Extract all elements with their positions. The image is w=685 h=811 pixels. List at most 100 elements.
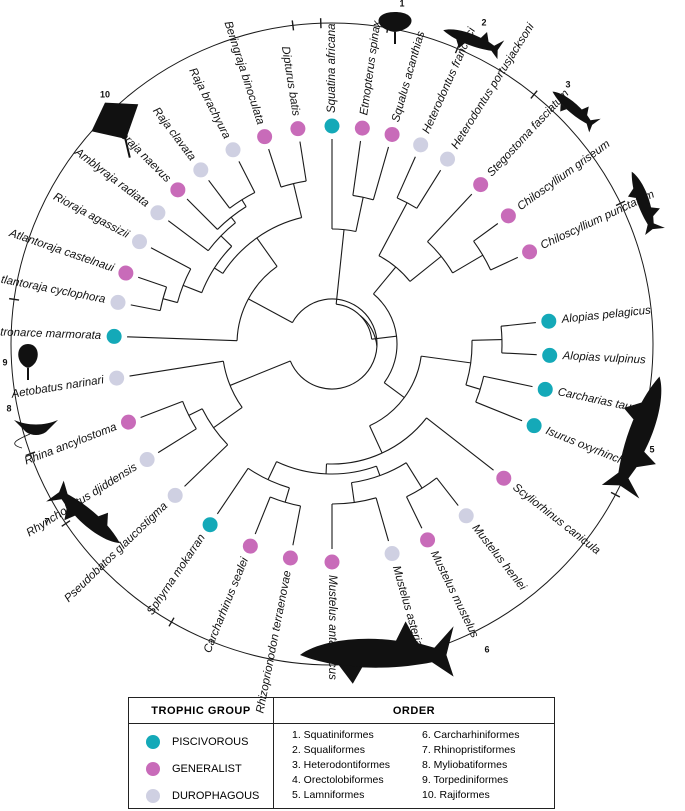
- branch-arc: [396, 197, 418, 209]
- trophic-color-swatch: [146, 788, 160, 803]
- carpet-shark-icon: [627, 171, 665, 236]
- branch: [150, 247, 191, 270]
- species-tip: Scyliorhinus canicula: [496, 470, 602, 557]
- trophic-dot: [110, 294, 126, 310]
- order-number: 9: [2, 357, 7, 367]
- trophic-group-label: GENERALIST: [172, 762, 242, 775]
- branch-arc: [222, 361, 243, 408]
- branch-arc: [326, 417, 427, 465]
- branch-arc: [159, 286, 168, 311]
- eagle-ray-icon: [14, 420, 58, 449]
- trophic-dot: [526, 418, 542, 434]
- branch: [335, 229, 345, 305]
- order-number: 4: [633, 177, 638, 187]
- trophic-dot: [106, 328, 122, 344]
- angel-shark-icon: [378, 12, 412, 44]
- branch-arc: [406, 477, 438, 498]
- branch: [352, 140, 362, 196]
- branch-arc: [280, 180, 307, 188]
- branch: [167, 220, 209, 252]
- branch-arc: [373, 293, 398, 384]
- trophic-dot: [257, 129, 273, 145]
- branch-arc: [236, 266, 278, 341]
- branch: [501, 352, 537, 356]
- branch: [383, 382, 405, 399]
- trophic-dot: [167, 487, 183, 503]
- branch: [378, 202, 408, 256]
- order-item: 8. Myliobatiformes: [422, 759, 508, 771]
- branch: [220, 235, 233, 247]
- trophic-dot: [290, 121, 306, 137]
- species-label: Etmopterus spinax: [358, 19, 383, 116]
- ring-tick: [9, 297, 20, 301]
- branch: [129, 360, 224, 377]
- species-label: Raja clavata: [150, 105, 198, 163]
- species-tip: Rhina ancylostoma: [23, 414, 136, 467]
- branch: [405, 462, 423, 489]
- species-tip: Rhizoprionodon terraenovae: [254, 550, 298, 714]
- trophic-dot: [473, 177, 489, 193]
- branch: [256, 237, 278, 267]
- species-label: Mustelus henlei: [469, 522, 528, 593]
- branch-arc: [475, 376, 485, 403]
- order-number: 3: [565, 79, 570, 89]
- branch-arc: [369, 356, 422, 427]
- trophic-dot: [118, 265, 134, 281]
- branch: [373, 266, 397, 295]
- trophic-list: PISCIVOROUS GENERALIST DUROPHAGOUS: [129, 724, 273, 809]
- species-label: Dipturus batis: [279, 45, 302, 117]
- trophic-dot: [109, 370, 125, 386]
- branch: [130, 304, 161, 312]
- species-tip: Tetronarce marmorata: [0, 326, 122, 344]
- branch: [396, 156, 416, 199]
- order-item: 5. Lamniformes: [292, 789, 365, 801]
- branch-arc: [352, 194, 374, 201]
- trophic-dot: [150, 205, 166, 221]
- species-tip: Mustelus henlei: [458, 508, 528, 593]
- species-label: Squatina africana: [326, 23, 338, 113]
- order-item: 7. Rhinopristiformes: [422, 744, 516, 756]
- species-tip: Carcharhinus sealei: [202, 538, 258, 655]
- species-label: Raja brachyura: [186, 66, 232, 141]
- horn-shark-icon: [552, 91, 601, 133]
- species-label: Rioraja agassizii: [51, 191, 131, 241]
- trophic-dot: [120, 414, 136, 430]
- branch: [406, 496, 423, 529]
- species-label: Rhizoprionodon terraenovae: [254, 570, 293, 715]
- trophic-group-item: DUROPHAGOUS: [129, 782, 273, 809]
- species-tip: Mustelus mustelus: [420, 532, 480, 640]
- branch-arc: [222, 217, 302, 274]
- ring-tick: [291, 20, 295, 31]
- trophic-dot: [324, 554, 340, 570]
- species-label: Carcharhinus sealei: [202, 556, 251, 655]
- trophic-color-swatch: [146, 734, 160, 749]
- branch-arc: [331, 497, 377, 505]
- species-tip: Squalus acanthias: [384, 30, 427, 142]
- order-item: 10. Rajiformes: [422, 789, 490, 801]
- branch-arc: [351, 462, 407, 484]
- branch: [292, 505, 302, 546]
- branch: [188, 408, 203, 416]
- species-label: Atlantoraja castelnaui: [7, 227, 116, 275]
- trophic-dot: [384, 126, 400, 142]
- trophic-dot: [537, 381, 553, 397]
- branch-arc: [182, 401, 197, 430]
- branch: [127, 336, 238, 342]
- branch: [299, 141, 307, 182]
- branch-arc: [378, 255, 411, 282]
- order-number: 8: [6, 403, 11, 413]
- branch: [473, 223, 499, 242]
- branch: [184, 444, 229, 487]
- branch: [452, 254, 484, 274]
- branch: [208, 179, 231, 209]
- skate-icon: [91, 102, 139, 158]
- trophic-group-label: PISCIVOROUS: [172, 735, 249, 748]
- trophic-group-item: PISCIVOROUS: [129, 728, 273, 755]
- trophic-dot: [541, 313, 557, 329]
- branch-arc: [427, 241, 454, 274]
- branch: [427, 193, 473, 242]
- branch: [186, 198, 218, 230]
- species-tip: Dipturus batis: [279, 45, 306, 137]
- branch: [436, 477, 459, 506]
